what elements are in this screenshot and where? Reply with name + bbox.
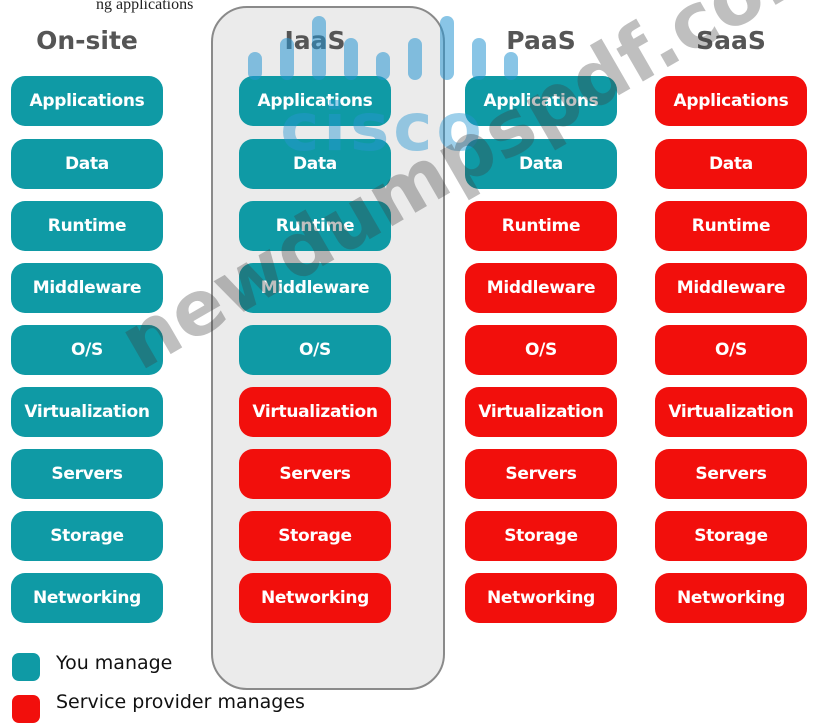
layer-cell-runtime: Runtime [465, 201, 617, 251]
layer-cell-virtualization: Virtualization [239, 387, 391, 437]
layer-cell-data: Data [655, 139, 807, 189]
legend-swatch-you [12, 653, 40, 681]
column-header-on-site: On-site [36, 26, 138, 55]
column-header-iaas: IaaS [284, 26, 346, 55]
layer-cell-networking: Networking [239, 573, 391, 623]
layer-cell-data: Data [239, 139, 391, 189]
layer-cell-storage: Storage [11, 511, 163, 561]
layer-cell-o-s: O/S [11, 325, 163, 375]
layer-cell-storage: Storage [239, 511, 391, 561]
legend-label-provider: Service provider manages [56, 691, 305, 713]
layer-cell-applications: Applications [239, 76, 391, 126]
column-header-paas: PaaS [506, 26, 576, 55]
layer-cell-applications: Applications [465, 76, 617, 126]
layer-cell-storage: Storage [655, 511, 807, 561]
layer-cell-virtualization: Virtualization [655, 387, 807, 437]
layer-cell-o-s: O/S [465, 325, 617, 375]
layer-cell-o-s: O/S [655, 325, 807, 375]
layer-cell-networking: Networking [11, 573, 163, 623]
layer-cell-servers: Servers [465, 449, 617, 499]
layer-cell-runtime: Runtime [11, 201, 163, 251]
layer-cell-servers: Servers [11, 449, 163, 499]
layer-cell-servers: Servers [655, 449, 807, 499]
layer-cell-storage: Storage [465, 511, 617, 561]
layer-cell-servers: Servers [239, 449, 391, 499]
layer-cell-middleware: Middleware [465, 263, 617, 313]
layer-cell-networking: Networking [465, 573, 617, 623]
layer-cell-data: Data [465, 139, 617, 189]
layer-cell-data: Data [11, 139, 163, 189]
layer-cell-middleware: Middleware [655, 263, 807, 313]
layer-cell-virtualization: Virtualization [11, 387, 163, 437]
layer-cell-virtualization: Virtualization [465, 387, 617, 437]
layer-cell-middleware: Middleware [239, 263, 391, 313]
layer-cell-applications: Applications [655, 76, 807, 126]
layer-cell-runtime: Runtime [239, 201, 391, 251]
layer-cell-networking: Networking [655, 573, 807, 623]
layer-cell-o-s: O/S [239, 325, 391, 375]
legend-swatch-provider [12, 695, 40, 723]
layer-cell-applications: Applications [11, 76, 163, 126]
layer-cell-runtime: Runtime [655, 201, 807, 251]
column-header-saas: SaaS [696, 26, 766, 55]
top-text-fragment: ng applications [96, 0, 194, 13]
layer-cell-middleware: Middleware [11, 263, 163, 313]
legend-label-you: You manage [56, 652, 173, 674]
